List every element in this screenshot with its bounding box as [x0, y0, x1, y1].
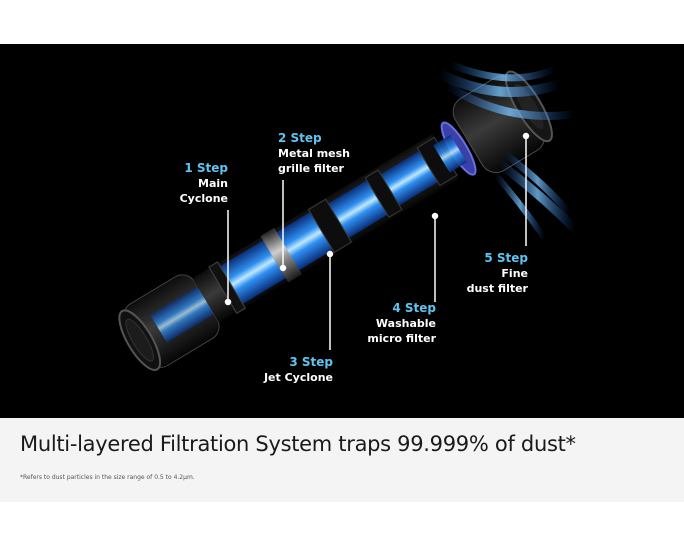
step3-title: 3 Step: [289, 355, 333, 369]
step2-title: 2 Step: [278, 131, 322, 145]
footnote: *Refers to dust particles in the size ra…: [20, 474, 195, 481]
step5-line1: Fine: [501, 267, 528, 280]
caption-bar: Multi-layered Filtration System traps 99…: [0, 418, 684, 502]
step1-line2: Cyclone: [179, 192, 228, 205]
step2-line1: Metal mesh: [278, 147, 350, 160]
step4-line2: micro filter: [367, 332, 436, 345]
step4-line1: Washable: [375, 317, 436, 330]
step2-label: 2 Step Metal mesh grille filter: [278, 130, 350, 176]
step1-label: 1 Step Main Cyclone: [180, 160, 228, 206]
step5-title: 5 Step: [484, 251, 528, 265]
step4-title: 4 Step: [392, 301, 436, 315]
step5-line2: dust filter: [466, 282, 528, 295]
step3-label: 3 Step Jet Cyclone: [264, 354, 333, 385]
step1-title: 1 Step: [184, 161, 228, 175]
step3-line1: Jet Cyclone: [263, 371, 333, 384]
step4-label: 4 Step Washable micro filter: [367, 300, 436, 346]
step2-line2: grille filter: [278, 162, 344, 175]
filtration-illustration: 1 Step Main Cyclone 2 Step Metal mesh gr…: [0, 44, 684, 418]
step1-line1: Main: [198, 177, 228, 190]
vacuum-filter-diagram: [118, 60, 579, 371]
step5-label: 5 Step Fine dust filter: [467, 250, 528, 296]
headline: Multi-layered Filtration System traps 99…: [20, 432, 576, 456]
